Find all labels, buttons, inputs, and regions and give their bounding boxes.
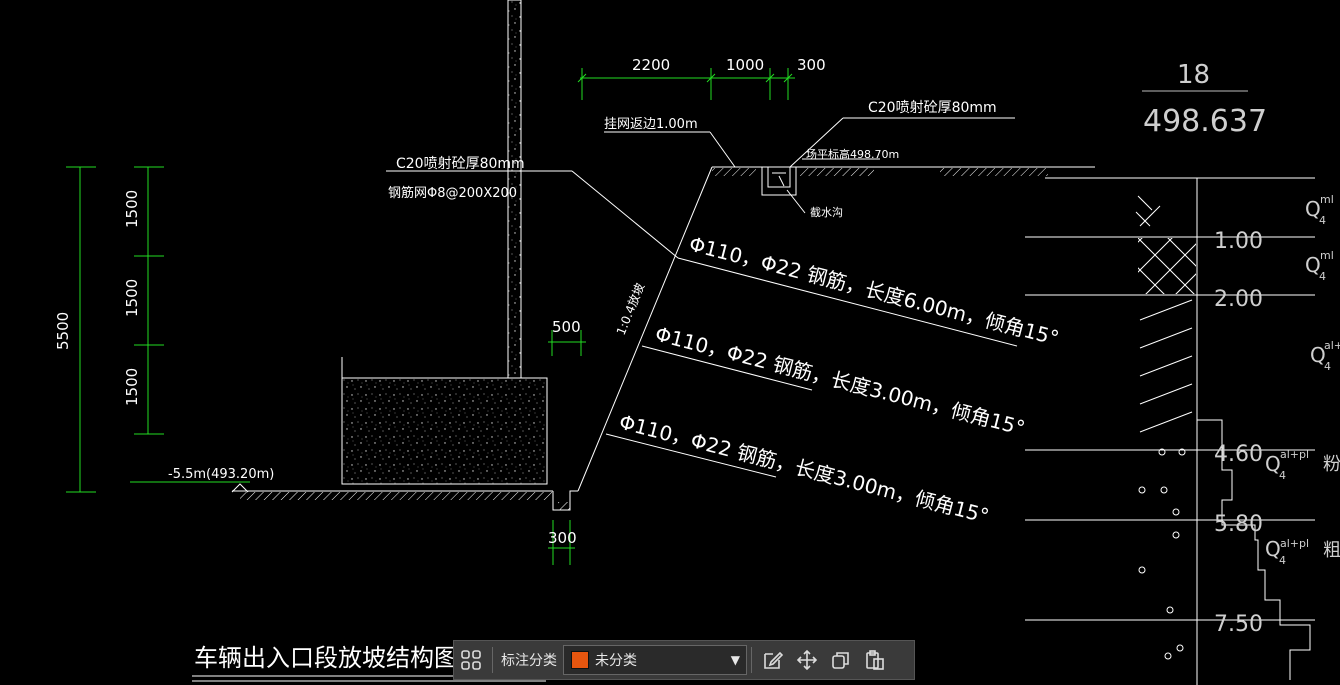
soil-nails — [605, 257, 1018, 478]
label-ground-level: 场平标高498.70m — [806, 147, 899, 161]
svg-text:Q: Q — [1265, 537, 1281, 561]
copy-icon[interactable] — [824, 641, 858, 679]
concrete-block — [341, 357, 548, 485]
svg-text:ml: ml — [1320, 193, 1334, 206]
svg-text:Q: Q — [1265, 452, 1281, 476]
paste-icon[interactable] — [858, 641, 892, 679]
layer-name-1: 粉 — [1323, 454, 1340, 475]
layer-code-2: Q 4 ml — [1305, 249, 1334, 283]
svg-text:4: 4 — [1279, 469, 1286, 482]
depth-5: 7.50 — [1214, 612, 1263, 637]
label-net-return: 挂网返边1.00m — [604, 117, 698, 132]
label-nail-3: Φ110，Φ22 钢筋，长度3.00m，倾角15° — [617, 410, 992, 529]
label-c20-left: C20喷射砼厚80mm — [396, 156, 525, 172]
depth-3: 4.60 — [1214, 442, 1263, 467]
svg-text:ml: ml — [1320, 249, 1334, 262]
label-slope-ratio: 1:0.4放坡 — [613, 281, 647, 337]
svg-text:Q: Q — [1310, 343, 1326, 367]
ground-line-bottom — [232, 490, 578, 511]
grid-menu-icon[interactable] — [454, 641, 488, 679]
dim-300-top: 300 — [797, 56, 826, 74]
layer-name-2: 粗 — [1323, 540, 1340, 561]
depth-1: 1.00 — [1214, 229, 1263, 254]
dim-500-marker — [548, 330, 586, 356]
label-mesh: 钢筋网Φ8@200X200 — [388, 185, 517, 201]
chevron-down-icon: ▼ — [730, 653, 740, 667]
borehole-elevation: 498.637 — [1143, 104, 1267, 139]
svg-text:Q: Q — [1305, 253, 1321, 277]
dim-1000: 1000 — [726, 56, 764, 74]
svg-text:al+pl: al+pl — [1280, 448, 1309, 461]
borehole-log — [1025, 177, 1315, 685]
category-select-value: 未分类 — [595, 653, 637, 669]
label-drain-ditch: 截水沟 — [810, 205, 843, 219]
dim-300-bottom: 300 — [548, 529, 577, 547]
dim-1500-b: 1500 — [123, 279, 141, 317]
svg-text:4: 4 — [1324, 360, 1331, 373]
layer-code-1: Q 4 ml — [1305, 193, 1334, 227]
annotation-toolbar: 标注分类 未分类 ▼ — [453, 640, 915, 680]
drawing-title: 车辆出入口段放坡结构图 — [194, 644, 458, 672]
label-nail-1: Φ110，Φ22 钢筋，长度6.00m，倾角15° — [687, 232, 1062, 351]
dim-1500-a: 1500 — [123, 190, 141, 228]
category-label: 标注分类 — [501, 653, 557, 669]
left-dimension-chain — [66, 166, 164, 493]
borehole-number: 18 — [1177, 60, 1210, 90]
move-icon[interactable] — [790, 641, 824, 679]
label-base-level: -5.5m(493.20m) — [168, 467, 274, 482]
svg-text:4: 4 — [1279, 554, 1286, 567]
dim-5500: 5500 — [54, 312, 72, 350]
ground-line-top — [712, 166, 1095, 176]
depth-4: 5.80 — [1214, 512, 1263, 537]
svg-text:4: 4 — [1319, 214, 1326, 227]
svg-text:4: 4 — [1319, 270, 1326, 283]
top-dimension-chain — [577, 68, 795, 100]
svg-text:al+: al+ — [1324, 339, 1340, 352]
dim-1500-c: 1500 — [123, 368, 141, 406]
layer-code-5: Q 4 al+pl 粗 — [1265, 537, 1340, 567]
edit-icon[interactable] — [756, 641, 790, 679]
category-select[interactable]: 未分类 ▼ — [563, 645, 747, 675]
slope-line — [577, 166, 713, 492]
toolbar-divider — [751, 647, 752, 673]
dim-2200: 2200 — [632, 56, 670, 74]
layer-code-3: Q 4 al+ — [1310, 339, 1340, 373]
label-c20-right: C20喷射砼厚80mm — [868, 100, 997, 116]
label-nail-2: Φ110，Φ22 钢筋，长度3.00m，倾角15° — [653, 322, 1028, 441]
dim-300-bottom-marker — [548, 520, 575, 565]
layer-code-4: Q 4 al+pl 粉 — [1265, 448, 1340, 482]
svg-text:al+pl: al+pl — [1280, 537, 1309, 550]
toolbar-divider — [492, 647, 493, 673]
svg-text:Q: Q — [1305, 197, 1321, 221]
drain-ditch-symbol — [761, 166, 806, 214]
leader-lines — [130, 117, 1015, 493]
depth-2: 2.00 — [1214, 287, 1263, 312]
dim-500: 500 — [552, 318, 581, 336]
category-color-swatch — [571, 651, 589, 669]
